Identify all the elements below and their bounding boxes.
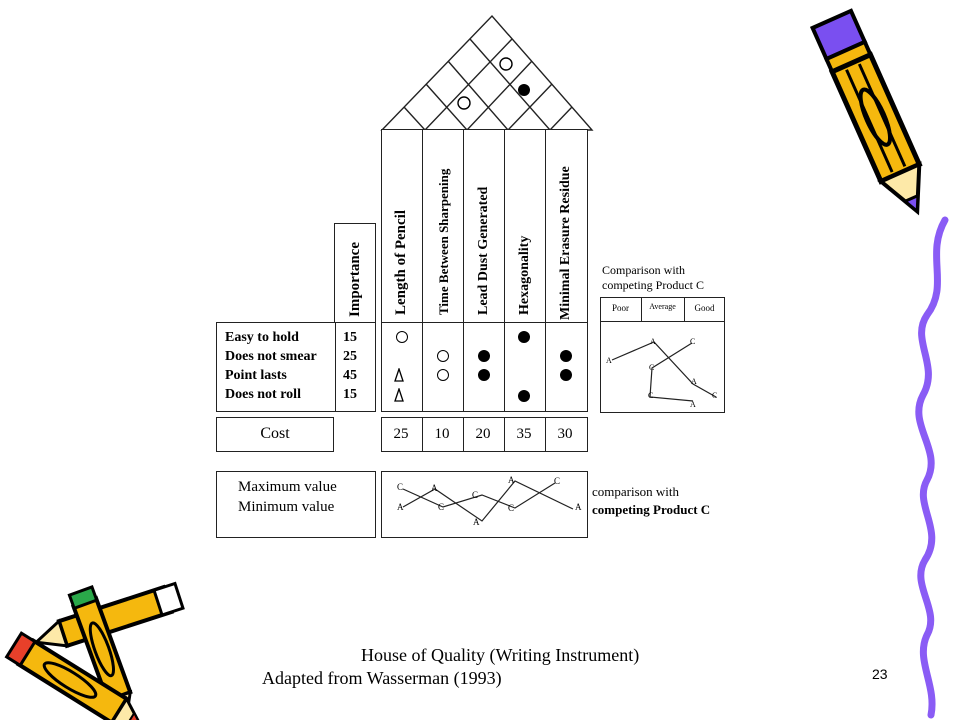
ec-label: Time Between Sharpening: [436, 168, 451, 315]
importance-divider: [334, 322, 376, 323]
competitor-letter: A: [606, 356, 612, 365]
cost-value: 35: [516, 426, 532, 442]
relationship-strong-symbol: [560, 350, 572, 362]
cost-label-box: [216, 417, 334, 452]
competitor-letter: A: [691, 377, 697, 386]
target-letter: A: [508, 475, 515, 485]
maximum-value-label: Maximum value: [238, 479, 337, 495]
competitor-letter: A: [690, 400, 696, 409]
cost-divider: [504, 417, 505, 452]
customer-requirements-box: [216, 322, 336, 412]
relationship-weak-symbol: [437, 369, 449, 381]
ec-label: Lead Dust Generated: [476, 186, 491, 315]
value-labels-box: [216, 471, 376, 538]
target-letter: C: [397, 482, 404, 492]
cost-value: 10: [434, 426, 450, 442]
target-letter: A: [431, 483, 438, 493]
relationship-medium-symbol: [394, 368, 404, 382]
page-number: 23: [872, 666, 888, 682]
competitor-letter: C: [712, 391, 718, 400]
roof-weak-correlation-symbol: [499, 57, 513, 71]
pencil-clipart-icon: [809, 8, 923, 216]
importance-value: 15: [343, 387, 357, 402]
squiggle-decoration-icon: [915, 216, 949, 719]
caption-title: House of Quality (Writing Instrument): [361, 645, 640, 665]
importance-value: 15: [343, 330, 357, 345]
relationship-weak-symbol: [396, 331, 408, 343]
cost-value: 20: [475, 426, 491, 442]
target-letter: C: [554, 476, 561, 486]
ec-label: Minimal Erasure Residue: [558, 166, 573, 320]
roof-correlation-matrix: [380, 14, 594, 131]
column-lead-dust-generated: [463, 129, 506, 412]
target-comparison-lines: [402, 480, 574, 522]
competitor-comparison-lines: [611, 341, 717, 402]
relationship-strong-symbol: [478, 369, 490, 381]
cost-divider: [463, 417, 464, 452]
cost-values-box: [381, 417, 588, 452]
target-values-box: [381, 471, 588, 538]
competitor-title-line2: competing Product C: [602, 278, 704, 292]
relationship-medium-symbol: [394, 388, 404, 402]
cost-value: 30: [557, 426, 573, 442]
competitor-column-good: Good: [694, 303, 715, 313]
requirement-label: Does not roll: [225, 387, 301, 402]
competitor-column-average: Average: [649, 302, 676, 311]
importance-value: 25: [343, 349, 357, 364]
roof-weak-correlation-symbol: [457, 96, 471, 110]
importance-header: Importance: [347, 242, 363, 317]
relationship-strong-symbol: [518, 390, 530, 402]
target-letter: C: [472, 490, 479, 500]
target-letter: C: [438, 502, 445, 512]
cost-value: 25: [393, 426, 409, 442]
minimum-value-label: Minimum value: [238, 499, 335, 515]
requirement-label: Point lasts: [225, 368, 287, 383]
competitor-comparison-box: [600, 297, 725, 413]
relationship-strong-symbol: [560, 369, 572, 381]
competitor-letter: C: [649, 363, 655, 372]
ec-label: Length of Pencil: [393, 210, 409, 315]
competitor-letter: C: [648, 391, 654, 400]
column-hexagonality: [504, 129, 547, 412]
cost-divider: [545, 417, 546, 452]
relationship-strong-symbol: [518, 331, 530, 343]
importance-value: 45: [343, 368, 357, 383]
caption-source: Adapted from Wasserman (1993): [262, 668, 502, 688]
cost-label: Cost: [260, 425, 290, 442]
roof-strong-correlation-symbol: [518, 84, 530, 96]
competitor-column-poor: Poor: [611, 303, 629, 313]
competitor-col-divider: [684, 297, 685, 321]
requirement-label: Does not smear: [225, 349, 317, 364]
requirement-label: Easy to hold: [225, 330, 299, 345]
pencils-clipart-icon: [4, 581, 185, 720]
relationship-weak-symbol: [437, 350, 449, 362]
target-letter: A: [397, 502, 404, 512]
target-letter: C: [508, 503, 515, 513]
competitor-col-divider: [641, 297, 642, 321]
relationship-strong-symbol: [478, 350, 490, 362]
target-letter: A: [473, 517, 480, 527]
column-time-between-sharpening: [422, 129, 465, 412]
cost-divider: [422, 417, 423, 452]
competitor-title-line1: Comparison with: [602, 263, 685, 277]
competitor-header-divider: [600, 321, 725, 322]
target-letter: A: [575, 502, 582, 512]
comparison-note-line1: comparison with: [592, 484, 680, 499]
competitor-letter: C: [690, 337, 696, 346]
column-length-of-pencil: [381, 129, 424, 412]
header-divider: [381, 322, 588, 323]
competitor-letter: A: [650, 337, 656, 346]
comparison-note-line2: competing Product C: [592, 502, 711, 517]
importance-column: [334, 223, 376, 412]
column-minimal-erasure-residue: [545, 129, 588, 412]
ec-label: Hexagonality: [517, 235, 532, 315]
